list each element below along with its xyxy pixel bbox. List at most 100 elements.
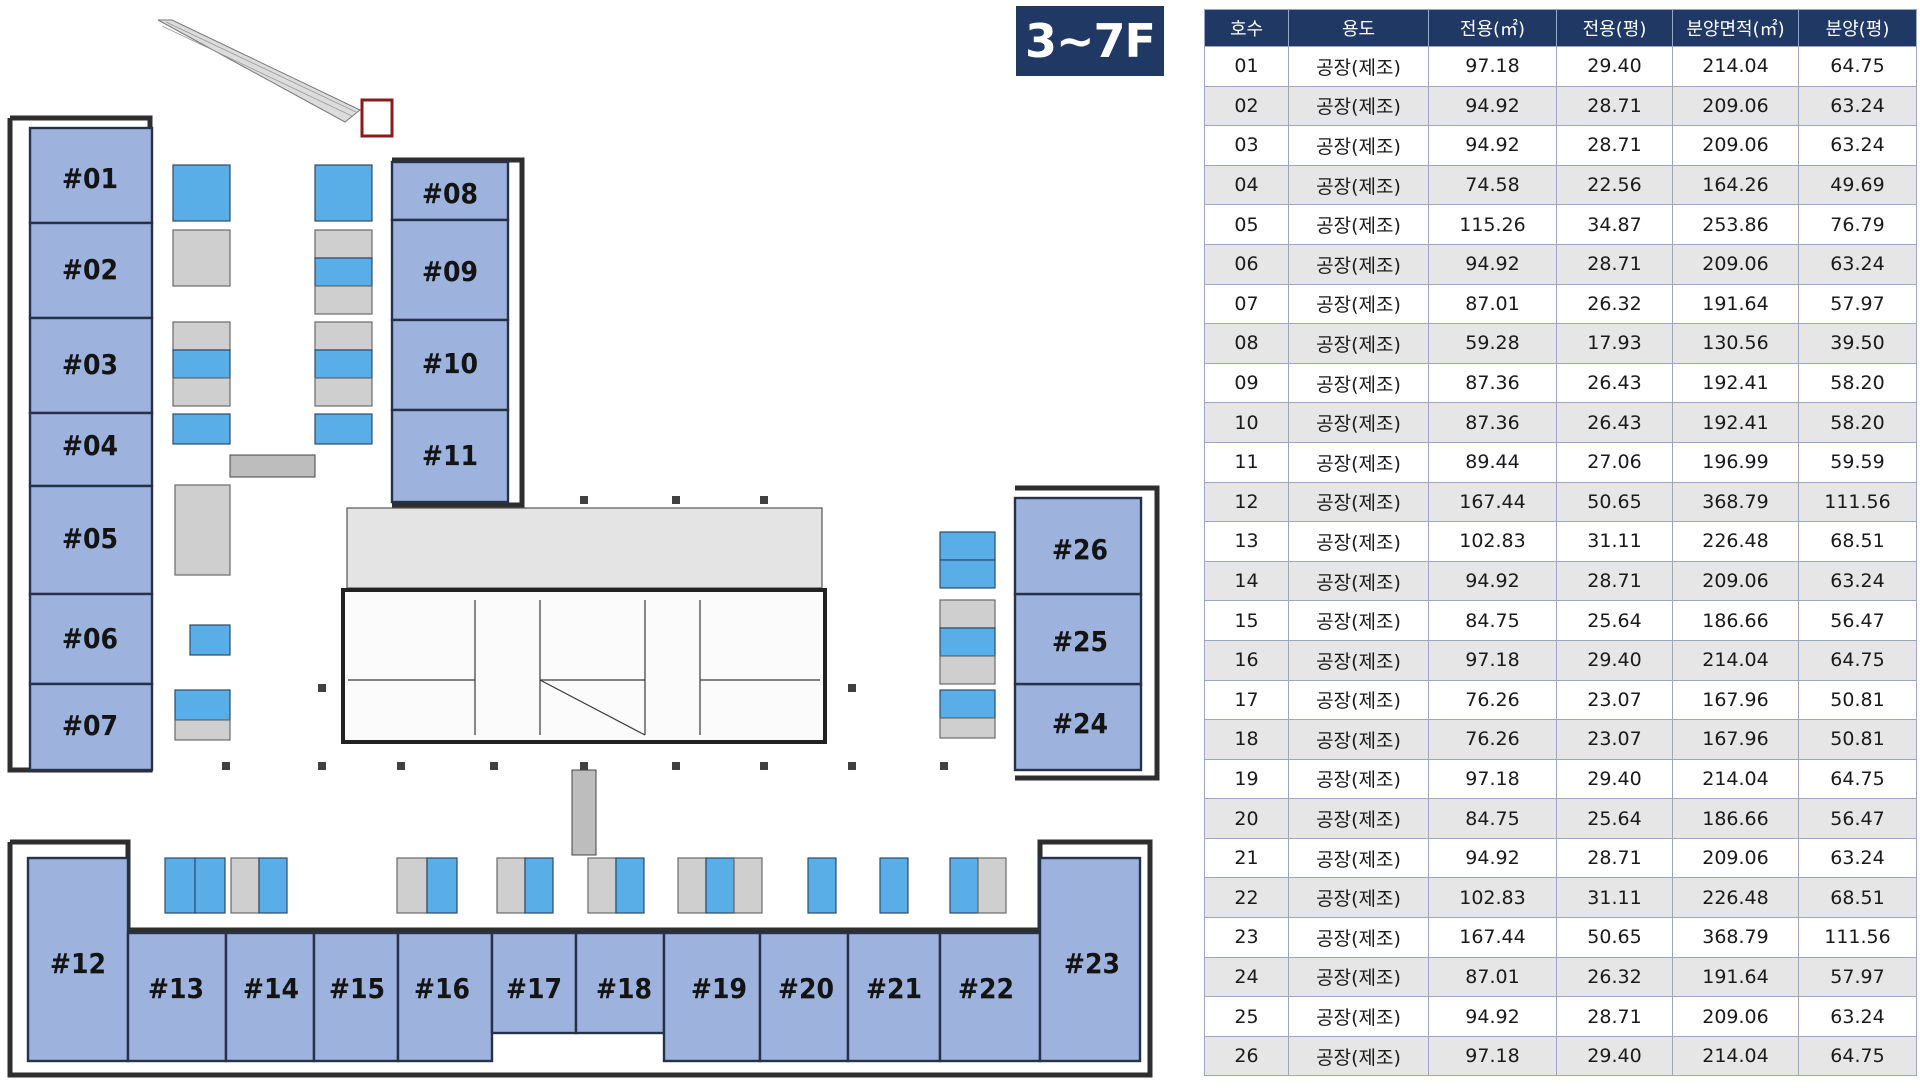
unit-16[interactable]: #16 bbox=[396, 931, 494, 1063]
cell-sale-area-sqm: 191.64 bbox=[1672, 283, 1799, 325]
cell-exclusive-sqm: 87.36 bbox=[1428, 362, 1557, 404]
unit-26[interactable]: #26 bbox=[1013, 496, 1143, 596]
cell-sale-area-sqm: 186.66 bbox=[1672, 798, 1799, 839]
cell-sale-pyeong: 50.81 bbox=[1798, 719, 1917, 760]
unit-24[interactable]: #24 bbox=[1013, 682, 1143, 772]
cell-unit-no: 18 bbox=[1204, 719, 1289, 760]
cell-sale-pyeong: 68.51 bbox=[1798, 521, 1917, 562]
cell-sale-pyeong: 50.81 bbox=[1798, 679, 1917, 721]
cell-exclusive-sqm: 84.75 bbox=[1428, 798, 1557, 839]
unit-label: #18 bbox=[596, 972, 652, 1005]
cell-exclusive-pyeong: 31.11 bbox=[1556, 877, 1673, 919]
unit-01[interactable]: #01 bbox=[28, 126, 154, 225]
cell-exclusive-pyeong: 23.07 bbox=[1556, 679, 1673, 721]
unit-23[interactable]: #23 bbox=[1038, 856, 1142, 1063]
cell-sale-area-sqm: 214.04 bbox=[1672, 46, 1799, 87]
cell-sale-pyeong: 63.24 bbox=[1798, 85, 1917, 127]
parking-left-mid bbox=[314, 164, 373, 445]
cell-unit-no: 09 bbox=[1204, 362, 1289, 404]
cell-use: 공장(제조) bbox=[1288, 125, 1429, 166]
cell-sale-pyeong: 58.20 bbox=[1798, 402, 1917, 443]
cell-use: 공장(제조) bbox=[1288, 679, 1429, 721]
unit-label: #17 bbox=[506, 972, 562, 1005]
cell-exclusive-pyeong: 29.40 bbox=[1556, 639, 1673, 681]
cell-sale-pyeong: 57.97 bbox=[1798, 283, 1917, 325]
cell-unit-no: 19 bbox=[1204, 758, 1289, 800]
ramp-stripes bbox=[229, 454, 597, 856]
cell-exclusive-sqm: 94.92 bbox=[1428, 996, 1557, 1037]
cell-exclusive-pyeong: 25.64 bbox=[1556, 798, 1673, 839]
cell-use: 공장(제조) bbox=[1288, 46, 1429, 87]
unit-10[interactable]: #10 bbox=[390, 318, 510, 412]
unit-17[interactable]: #17 bbox=[490, 931, 578, 1035]
unit-06[interactable]: #06 bbox=[28, 592, 154, 686]
unit-13[interactable]: #13 bbox=[126, 931, 228, 1063]
col-header-exclusive-sqm: 전용(㎡) bbox=[1428, 9, 1557, 47]
cell-use: 공장(제조) bbox=[1288, 917, 1429, 958]
unit-22[interactable]: #22 bbox=[938, 931, 1042, 1063]
unit-label: #16 bbox=[414, 972, 470, 1005]
cell-sale-pyeong: 57.97 bbox=[1798, 956, 1917, 998]
cell-exclusive-sqm: 97.18 bbox=[1428, 639, 1557, 681]
cell-exclusive-sqm: 87.01 bbox=[1428, 956, 1557, 998]
cell-use: 공장(제조) bbox=[1288, 877, 1429, 919]
cell-sale-area-sqm: 368.79 bbox=[1672, 917, 1799, 958]
unit-label: #04 bbox=[62, 429, 118, 462]
unit-18[interactable]: #18 bbox=[574, 931, 666, 1035]
unit-09[interactable]: #09 bbox=[390, 218, 510, 322]
cell-exclusive-pyeong: 26.43 bbox=[1556, 362, 1673, 404]
parking-bottom bbox=[164, 857, 1007, 914]
unit-label: #06 bbox=[62, 622, 118, 655]
unit-07[interactable]: #07 bbox=[28, 682, 154, 772]
unit-11[interactable]: #11 bbox=[390, 408, 510, 504]
unit-25[interactable]: #25 bbox=[1013, 592, 1143, 686]
cell-sale-area-sqm: 191.64 bbox=[1672, 956, 1799, 998]
unit-15[interactable]: #15 bbox=[312, 931, 400, 1063]
cell-sale-pyeong: 63.24 bbox=[1798, 243, 1917, 285]
cell-use: 공장(제조) bbox=[1288, 1035, 1429, 1077]
structural-columns bbox=[222, 496, 948, 770]
cell-use: 공장(제조) bbox=[1288, 719, 1429, 760]
unit-21[interactable]: #21 bbox=[846, 931, 942, 1063]
unit-label: #12 bbox=[50, 947, 106, 980]
cell-exclusive-pyeong: 27.06 bbox=[1556, 441, 1673, 483]
cell-unit-no: 24 bbox=[1204, 956, 1289, 998]
unit-12[interactable]: #12 bbox=[26, 856, 130, 1063]
unit-14[interactable]: #14 bbox=[224, 931, 316, 1063]
unit-19[interactable]: #19 bbox=[662, 931, 762, 1063]
cell-unit-no: 02 bbox=[1204, 85, 1289, 127]
cell-sale-pyeong: 63.24 bbox=[1798, 125, 1917, 166]
cell-exclusive-pyeong: 25.64 bbox=[1556, 600, 1673, 641]
unit-label: #15 bbox=[329, 972, 385, 1005]
unit-label: #03 bbox=[62, 348, 118, 381]
cell-use: 공장(제조) bbox=[1288, 323, 1429, 364]
cell-use: 공장(제조) bbox=[1288, 560, 1429, 602]
unit-03[interactable]: #03 bbox=[28, 316, 154, 415]
cell-unit-no: 01 bbox=[1204, 46, 1289, 87]
cell-use: 공장(제조) bbox=[1288, 402, 1429, 443]
unit-08[interactable]: #08 bbox=[390, 160, 510, 222]
cell-sale-area-sqm: 209.06 bbox=[1672, 837, 1799, 879]
unit-04[interactable]: #04 bbox=[28, 411, 154, 488]
unit-05[interactable]: #05 bbox=[28, 484, 154, 596]
cell-exclusive-pyeong: 28.71 bbox=[1556, 125, 1673, 166]
unit-02[interactable]: #02 bbox=[28, 221, 154, 320]
cell-sale-pyeong: 111.56 bbox=[1798, 481, 1917, 523]
cell-exclusive-sqm: 94.92 bbox=[1428, 125, 1557, 166]
cell-use: 공장(제조) bbox=[1288, 204, 1429, 245]
cell-sale-area-sqm: 226.48 bbox=[1672, 877, 1799, 919]
unit-20[interactable]: #20 bbox=[758, 931, 850, 1063]
cell-exclusive-sqm: 167.44 bbox=[1428, 917, 1557, 958]
cell-sale-pyeong: 76.79 bbox=[1798, 204, 1917, 245]
cell-sale-area-sqm: 130.56 bbox=[1672, 323, 1799, 364]
